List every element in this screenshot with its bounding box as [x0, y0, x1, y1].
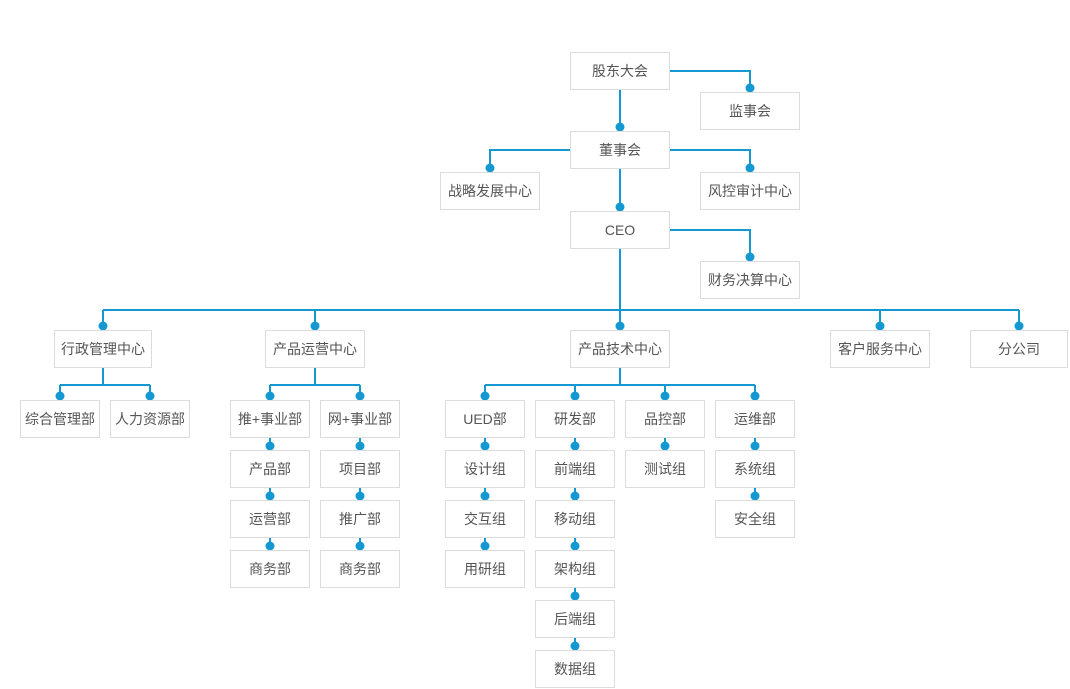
node-mobile-group[interactable]: 移动组	[535, 500, 615, 538]
node-rd-dept[interactable]: 研发部	[535, 400, 615, 438]
node-ceo[interactable]: CEO	[570, 211, 670, 249]
node-tech-center[interactable]: 产品技术中心	[570, 330, 670, 368]
node-product-dept[interactable]: 产品部	[230, 450, 310, 488]
node-business-dept-left[interactable]: 商务部	[230, 550, 310, 588]
node-board-of-directors[interactable]: 董事会	[570, 131, 670, 169]
node-strategy-center[interactable]: 战略发展中心	[440, 172, 540, 210]
node-wang-plus-division[interactable]: 网+事业部	[320, 400, 400, 438]
node-finance-center[interactable]: 财务决算中心	[700, 261, 800, 299]
node-admin-center[interactable]: 行政管理中心	[54, 330, 152, 368]
node-data-group[interactable]: 数据组	[535, 650, 615, 688]
node-hr-dept[interactable]: 人力资源部	[110, 400, 190, 438]
node-qc-dept[interactable]: 品控部	[625, 400, 705, 438]
node-project-dept[interactable]: 项目部	[320, 450, 400, 488]
node-ops-center[interactable]: 产品运营中心	[265, 330, 365, 368]
node-supervisory-board[interactable]: 监事会	[700, 92, 800, 130]
node-service-center[interactable]: 客户服务中心	[830, 330, 930, 368]
node-system-group[interactable]: 系统组	[715, 450, 795, 488]
node-branch-company[interactable]: 分公司	[970, 330, 1068, 368]
node-operations-dept[interactable]: 运营部	[230, 500, 310, 538]
node-security-group[interactable]: 安全组	[715, 500, 795, 538]
node-tui-plus-division[interactable]: 推+事业部	[230, 400, 310, 438]
node-ued-dept[interactable]: UED部	[445, 400, 525, 438]
node-general-admin-dept[interactable]: 综合管理部	[20, 400, 100, 438]
node-risk-audit-center[interactable]: 风控审计中心	[700, 172, 800, 210]
node-user-research-group[interactable]: 用研组	[445, 550, 525, 588]
node-design-group[interactable]: 设计组	[445, 450, 525, 488]
node-architecture-group[interactable]: 架构组	[535, 550, 615, 588]
node-promotion-dept[interactable]: 推广部	[320, 500, 400, 538]
node-interaction-group[interactable]: 交互组	[445, 500, 525, 538]
node-om-dept[interactable]: 运维部	[715, 400, 795, 438]
node-shareholders-meeting[interactable]: 股东大会	[570, 52, 670, 90]
node-frontend-group[interactable]: 前端组	[535, 450, 615, 488]
node-testing-group[interactable]: 测试组	[625, 450, 705, 488]
node-backend-group[interactable]: 后端组	[535, 600, 615, 638]
node-business-dept-right[interactable]: 商务部	[320, 550, 400, 588]
